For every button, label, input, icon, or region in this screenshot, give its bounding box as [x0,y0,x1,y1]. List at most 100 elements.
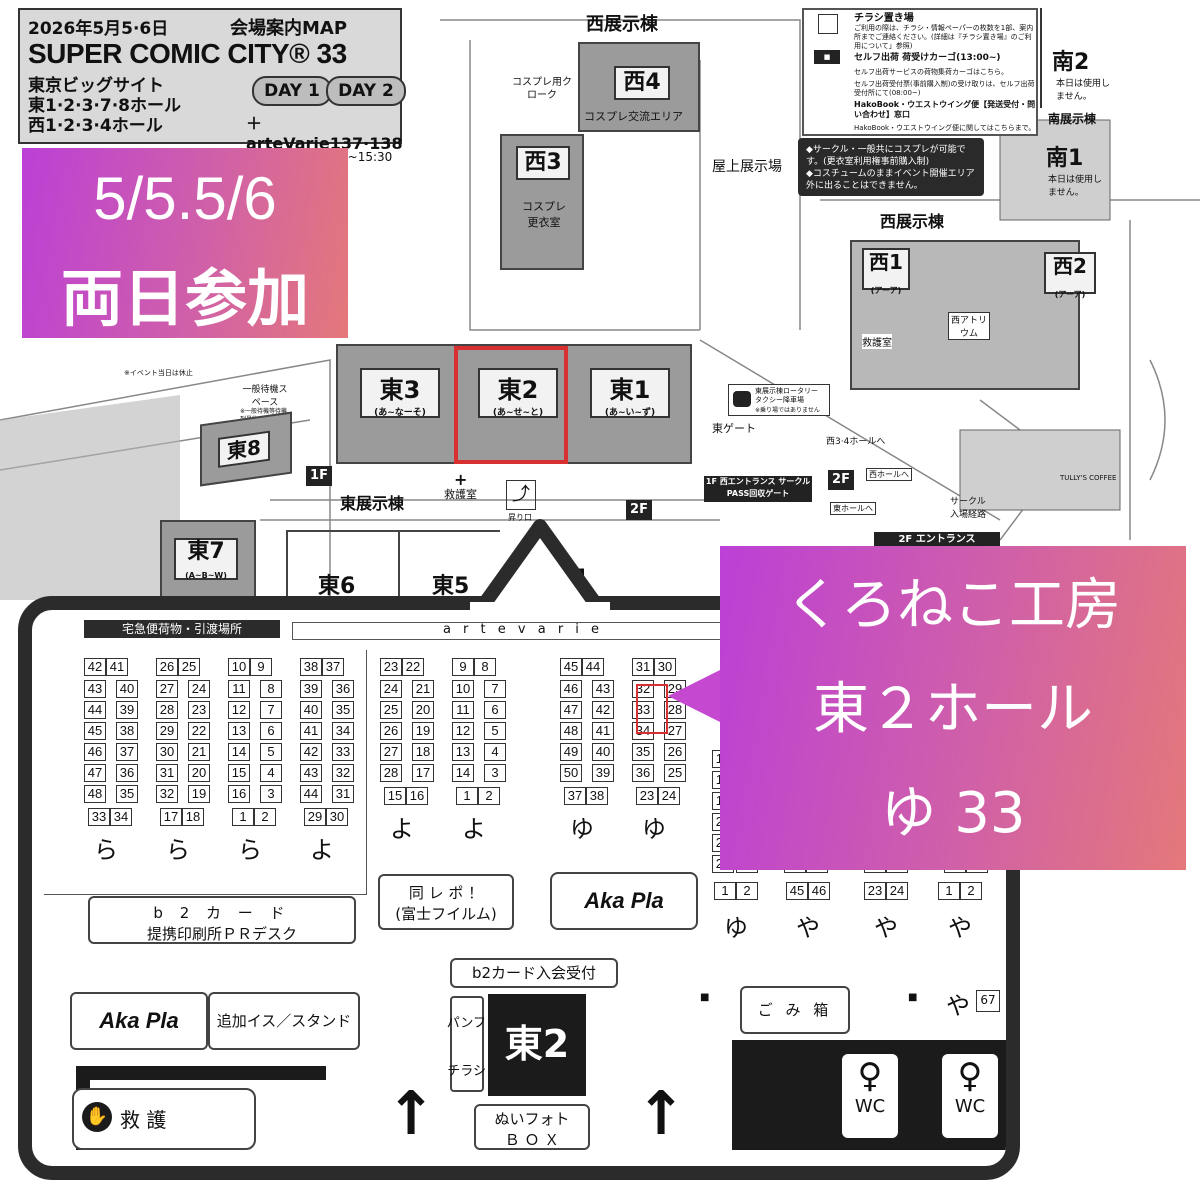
hall-west-1-label: 西1(アーア) [862,248,910,295]
booth: 46 [808,882,830,900]
booth: 45 [84,722,106,740]
taxi-icon [733,391,751,407]
hall-east-7-name: 東7 [187,539,225,564]
west-building-title-2: 西展示棟 [880,212,945,231]
booth: 36 [116,764,138,782]
booth: 22 [402,658,424,676]
hall-east-3-label: 東3(あ~なーそ) [360,368,440,418]
b2-card-entry: b2カード入会受付 [450,958,618,988]
booth: 1 [714,882,736,900]
booth: 37 [322,658,344,676]
booth: 39 [592,764,614,782]
booth: 45 [786,882,808,900]
hall-west-4-label: 西4 [614,66,670,100]
booth: 46 [84,743,106,761]
booth: 14 [452,764,474,782]
hall-west-4: 西4 コスプレ交流エリア [578,42,700,132]
booth: 15 [384,787,406,805]
arrow-up-right-icon: ↑ [636,1079,687,1149]
hall-west-2-label: 西2(アーア) [1044,252,1096,299]
hall-east-1-label: 東1(あ~い~ず) [590,368,670,418]
restroom-block: ♀ WC ♀ WC [732,1040,1006,1150]
hall-east-8: 東8 [200,411,292,487]
booth: 33 [88,808,110,826]
booth: 9 [452,658,474,676]
booth: 26 [156,658,178,676]
venue-name: 東京ビッグサイト [28,76,164,96]
east-gate-label: 東ゲート [712,422,756,435]
booth: 25 [178,658,200,676]
booth: 44 [582,658,604,676]
booth: 25 [380,701,402,719]
extra-chair-stand: 追加イス／スタンド [208,992,360,1050]
booth: 18 [182,808,204,826]
booth: 38 [300,658,322,676]
booth-info-badge: くろねこ工房 東２ホール ゆ 33 [720,546,1186,870]
east-building-title: 東展示棟 [340,494,405,513]
booth-hall: 東２ホール [813,677,1093,742]
cosplay-notice: ◆サークル・一般共にコスプレが可能です。(更衣室利用権事前購入制) ◆コスチュー… [798,138,984,196]
booth: 39 [116,701,138,719]
booth: 40 [116,680,138,698]
to-west-34: 西3·4ホールへ [826,437,886,447]
booth: 1 [456,787,478,805]
booth: 23 [636,787,658,805]
trash-box: ご み 箱 [740,986,850,1034]
west-building-title: 西展示棟 [586,14,658,35]
hall-east-7-label: 東7 (A~B~W) [174,538,238,580]
booth: 44 [84,701,106,719]
booth: 7 [260,701,282,719]
repo-sub: (富士フイルム) [395,905,497,923]
booth: 29 [304,808,326,826]
booth: 10 [452,680,474,698]
hall-west-3: 西3 コスプレ更衣室 [500,134,584,270]
booth: 34 [110,808,132,826]
booth: 1 [232,808,254,826]
woman-icon: ♀ [857,1056,883,1096]
booth: 23 [380,658,402,676]
booth: 38 [586,787,608,805]
highlight-booth-yu33 [636,684,668,734]
row-label: よ [390,815,414,843]
venue-block: 東京ビッグサイト 東1·2·3·7·8ホール 西1·2·3·4ホール [28,76,181,136]
booth: 24 [188,680,210,698]
first-aid-plus-icon: + [454,470,468,489]
booth: 11 [452,701,474,719]
escalator-icon: ⤴ [506,480,536,510]
to-east-halls: 東ホールへ [830,502,876,515]
event-header: 2026年5月5·6日 会場案内MAP SUPER COMIC CITY® 33… [18,8,406,153]
hall-east-7-sub: (A~B~W) [185,571,227,580]
booth: 14 [228,743,250,761]
hall-east-8-label: 東8 [218,430,270,468]
venue-map-lines [0,19,1200,600]
row-label: よ [462,815,486,843]
doujin-repo-booth: 同 レ ポ ！ (富士フイルム) [378,874,514,930]
event-dates: 2026年5月5·6日 [28,19,169,39]
booth: 31 [332,785,354,803]
booth: 40 [592,743,614,761]
booth: 36 [632,764,654,782]
entrance-1f: 1F 西エントランス サークルPASS回収ゲート [704,476,812,502]
booth: 33 [332,743,354,761]
booth: 19 [188,785,210,803]
booth: 27 [664,722,686,740]
legend-self2-text: セルフ出荷受付票(事前購入制)の受け取りは、セルフ出荷受付所にて(08:00~) [854,80,1035,97]
booth: 32 [332,764,354,782]
booth: 8 [260,680,282,698]
booth: 43 [300,764,322,782]
west-halls: 西1·2·3·4ホール [28,116,163,136]
row-label: ゆ [724,914,748,942]
booth: 26 [380,722,402,740]
booth: 41 [300,722,322,740]
row-label: ゆ [642,815,666,843]
booth: 50 [560,764,582,782]
to-west-halls: 西ホールへ [866,468,912,481]
booth: 2 [960,882,982,900]
booth: 2 [736,882,758,900]
hall-east-6: 東6 [286,530,400,602]
booth: 35 [632,743,654,761]
hall-east-1-sub: (あ~い~ず) [604,408,656,418]
escalator-label: 昇り口 [508,513,532,522]
booth: 42 [84,658,106,676]
booth: 28 [380,764,402,782]
